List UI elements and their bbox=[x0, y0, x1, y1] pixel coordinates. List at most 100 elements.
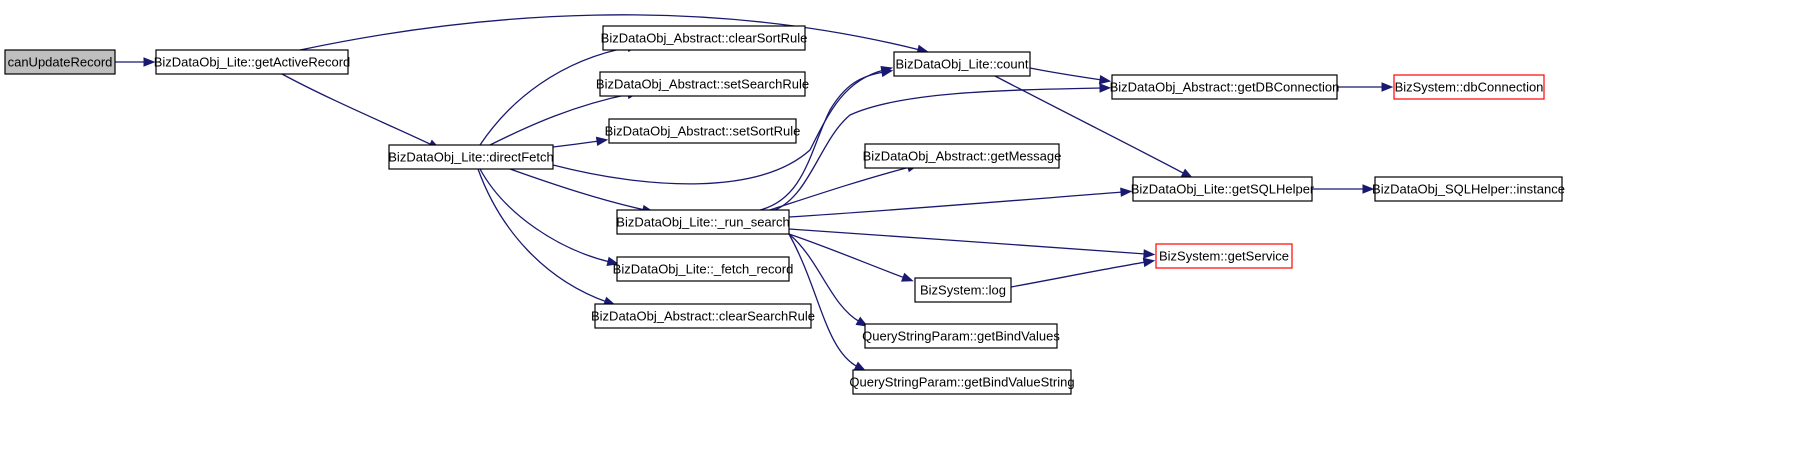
edge-line bbox=[788, 233, 859, 368]
edge-line bbox=[489, 93, 631, 146]
node-box[interactable] bbox=[616, 256, 790, 282]
node-label: BizDataObj_Abstract::getMessage bbox=[863, 149, 1062, 164]
arrow-head bbox=[855, 316, 869, 327]
edge-line bbox=[788, 191, 1124, 218]
edge-line bbox=[774, 87, 1103, 211]
node-label: QueryStringParam::getBindValues bbox=[862, 329, 1060, 344]
node-canUpdateRecord[interactable]: canUpdateRecord bbox=[4, 49, 116, 75]
edge-getSQLHelper-to-sqlHelperInstance bbox=[1312, 184, 1375, 194]
arrow-head bbox=[901, 272, 914, 282]
node-sqlHelperInstance[interactable]: BizDataObj_SQLHelper::instance bbox=[1372, 176, 1565, 202]
node-label: BizDataObj_Lite::count bbox=[896, 57, 1029, 72]
node-box[interactable] bbox=[864, 143, 1060, 169]
node-box[interactable] bbox=[599, 71, 806, 97]
edge-canUpdateRecord-to-getActiveRecord bbox=[115, 57, 156, 67]
edge-runSearch-to-getService bbox=[788, 228, 1156, 259]
node-box[interactable] bbox=[4, 49, 116, 75]
node-label: BizSystem::dbConnection bbox=[1395, 80, 1544, 95]
edge-line bbox=[477, 168, 608, 303]
node-getActiveRecord[interactable]: BizDataObj_Lite::getActiveRecord bbox=[154, 49, 351, 75]
edge-line bbox=[509, 168, 646, 211]
arrow-head bbox=[595, 136, 609, 147]
edge-directFetch-to-runSearch bbox=[509, 168, 655, 215]
edge-directFetch-to-setSortRule bbox=[552, 136, 609, 148]
node-setSortRule[interactable]: BizDataObj_Abstract::setSortRule bbox=[605, 118, 801, 144]
node-directFetch[interactable]: BizDataObj_Lite::directFetch bbox=[388, 144, 554, 170]
node-box[interactable] bbox=[893, 51, 1031, 77]
node-box[interactable] bbox=[1155, 243, 1293, 269]
node-label: BizDataObj_Lite::getActiveRecord bbox=[154, 55, 351, 70]
edge-runSearch-to-log bbox=[788, 233, 914, 282]
arrow-head bbox=[606, 256, 620, 267]
node-label: BizDataObj_Abstract::getDBConnection bbox=[1110, 80, 1340, 95]
node-box[interactable] bbox=[602, 25, 806, 51]
edge-getActiveRecord-to-directFetch bbox=[281, 73, 441, 150]
arrow-head bbox=[880, 67, 894, 78]
edge-runSearch-to-count bbox=[759, 67, 894, 211]
node-box[interactable] bbox=[616, 209, 790, 235]
node-label: BizDataObj_Abstract::setSortRule bbox=[605, 124, 801, 139]
node-log[interactable]: BizSystem::log bbox=[914, 277, 1012, 303]
edge-runSearch-to-getMessage bbox=[769, 163, 920, 211]
edge-line bbox=[759, 71, 885, 211]
node-box[interactable] bbox=[388, 144, 554, 170]
node-box[interactable] bbox=[594, 303, 812, 329]
arrow-head bbox=[1098, 74, 1112, 85]
edge-runSearch-to-getBindValues bbox=[788, 233, 869, 327]
edge-line bbox=[788, 233, 861, 323]
edge-line bbox=[479, 46, 631, 146]
node-label: BizDataObj_Lite::directFetch bbox=[388, 150, 553, 165]
node-clearSortRule[interactable]: BizDataObj_Abstract::clearSortRule bbox=[601, 25, 808, 51]
edge-getDBConnection-to-dbConnection bbox=[1337, 82, 1394, 92]
arrow-head bbox=[1099, 83, 1112, 93]
arrow-head bbox=[1362, 184, 1375, 194]
node-box[interactable] bbox=[1111, 74, 1338, 100]
node-clearSearchRule[interactable]: BizDataObj_Abstract::clearSearchRule bbox=[591, 303, 815, 329]
edge-line bbox=[788, 228, 1147, 255]
edge-runSearch-to-getBindValueString bbox=[788, 233, 867, 372]
edge-count-to-getDBConnection bbox=[1029, 67, 1112, 85]
node-label: BizSystem::getService bbox=[1159, 249, 1289, 264]
node-box[interactable] bbox=[1393, 74, 1545, 100]
edge-runSearch-to-getSQLHelper bbox=[788, 187, 1133, 218]
node-getBindValueString[interactable]: QueryStringParam::getBindValueString bbox=[849, 369, 1075, 395]
edge-directFetch-to-fetchRecord bbox=[479, 168, 620, 267]
edge-line bbox=[552, 69, 885, 185]
edge-line bbox=[788, 233, 906, 279]
node-box[interactable] bbox=[864, 323, 1058, 349]
node-dbConnection[interactable]: BizSystem::dbConnection bbox=[1393, 74, 1545, 100]
node-getMessage[interactable]: BizDataObj_Abstract::getMessage bbox=[863, 143, 1062, 169]
node-label: BizDataObj_Lite::_run_search bbox=[616, 215, 789, 230]
node-count[interactable]: BizDataObj_Lite::count bbox=[893, 51, 1031, 77]
node-label: BizSystem::log bbox=[920, 283, 1006, 298]
node-runSearch[interactable]: BizDataObj_Lite::_run_search bbox=[616, 209, 790, 235]
node-box[interactable] bbox=[155, 49, 349, 75]
node-box[interactable] bbox=[852, 369, 1072, 395]
node-setSearchRule[interactable]: BizDataObj_Abstract::setSearchRule bbox=[596, 71, 809, 97]
node-fetchRecord[interactable]: BizDataObj_Lite::_fetch_record bbox=[613, 256, 794, 282]
node-label: QueryStringParam::getBindValueString bbox=[849, 375, 1074, 390]
node-getBindValues[interactable]: QueryStringParam::getBindValues bbox=[862, 323, 1060, 349]
arrow-head bbox=[1120, 187, 1133, 197]
edge-line bbox=[1029, 67, 1103, 81]
edge-line bbox=[1010, 261, 1147, 288]
node-box[interactable] bbox=[1374, 176, 1563, 202]
edge-line bbox=[479, 168, 611, 263]
node-getSQLHelper[interactable]: BizDataObj_Lite::getSQLHelper bbox=[1131, 176, 1315, 202]
node-label: BizDataObj_Abstract::clearSortRule bbox=[601, 31, 808, 46]
node-box[interactable] bbox=[608, 118, 797, 144]
edge-runSearch-to-getDBConnection bbox=[774, 83, 1112, 211]
node-label: BizDataObj_Abstract::clearSearchRule bbox=[591, 309, 815, 324]
node-box[interactable] bbox=[1132, 176, 1313, 202]
node-label: BizDataObj_SQLHelper::instance bbox=[1372, 182, 1565, 197]
node-getService[interactable]: BizSystem::getService bbox=[1155, 243, 1293, 269]
arrow-head bbox=[1142, 257, 1156, 268]
edge-line bbox=[769, 166, 911, 211]
node-label: BizDataObj_Abstract::setSearchRule bbox=[596, 77, 809, 92]
edge-line bbox=[299, 14, 921, 51]
node-getDBConnection[interactable]: BizDataObj_Abstract::getDBConnection bbox=[1110, 74, 1340, 100]
edge-log-to-getService bbox=[1010, 257, 1156, 288]
node-box[interactable] bbox=[914, 277, 1012, 303]
arrow-head bbox=[1143, 249, 1156, 259]
